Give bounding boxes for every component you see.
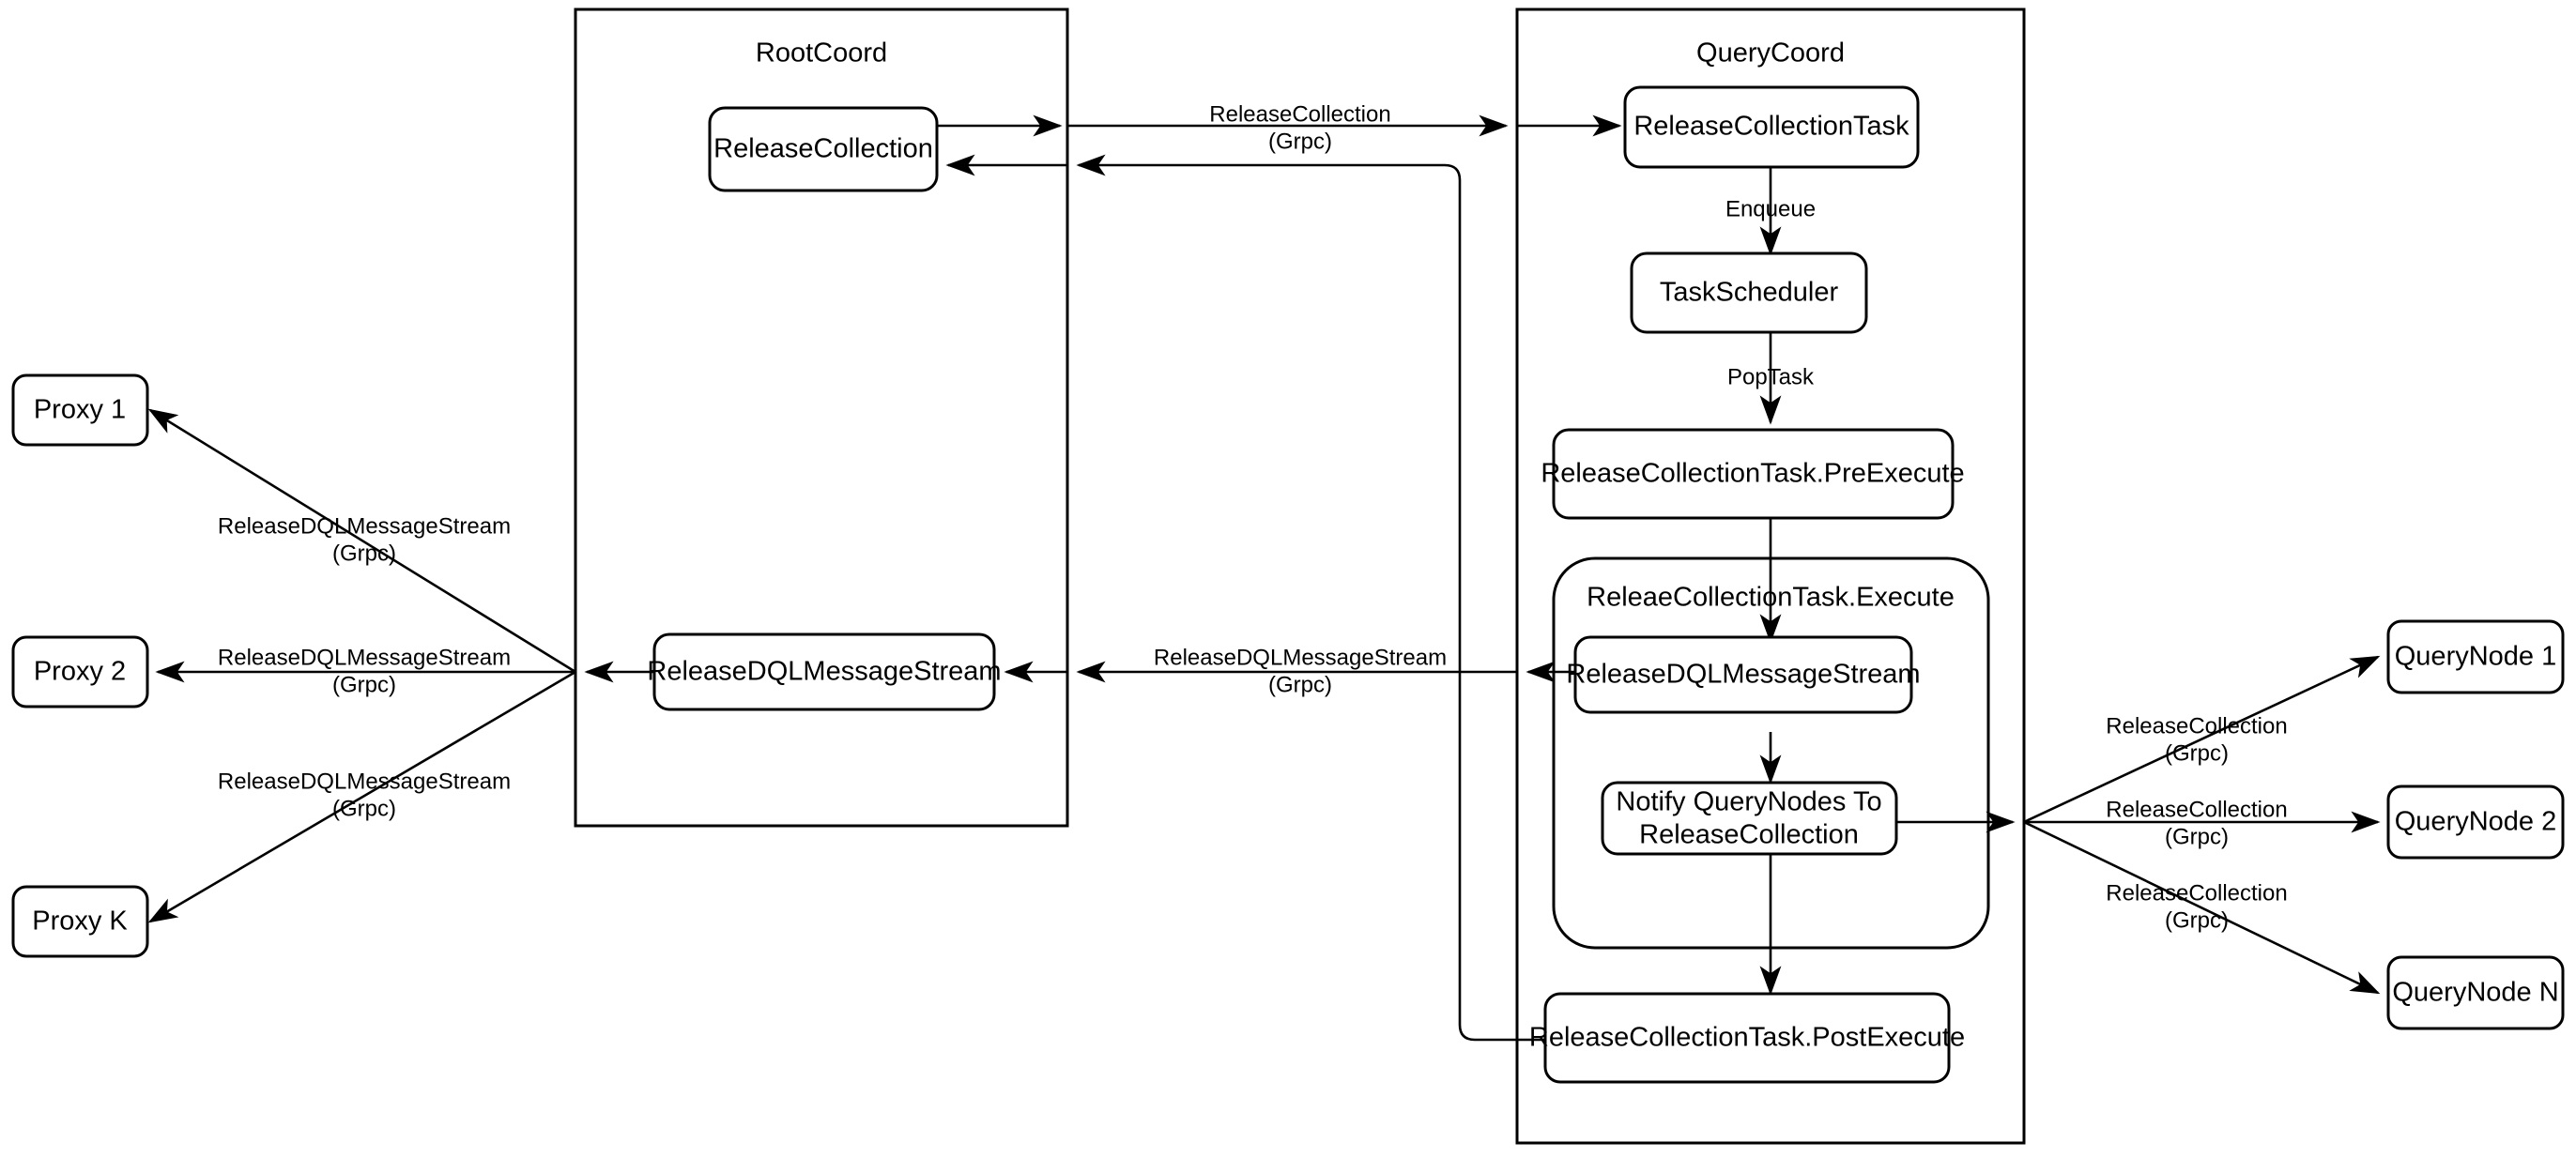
- node-proxy-k-label: Proxy K: [32, 906, 128, 937]
- edge-label-release-collection-grpc-top-line2: (Grpc): [1268, 129, 1332, 154]
- node-querynode-2-label: QueryNode 2: [2395, 807, 2557, 837]
- node-proxy-k[interactable]: [11, 885, 149, 958]
- edge-postexecute-return-path: [1076, 154, 1545, 1042]
- node-release-collection-task-label: ReleaseCollectionTask: [1633, 112, 1909, 142]
- node-release-collection-task[interactable]: [1623, 85, 1920, 169]
- edge-label-release-collection-grpc-qnn-line1: ReleaseCollection: [2106, 880, 2287, 906]
- edge-label-enqueue: Enqueue: [1725, 196, 1816, 221]
- node-querynode-1[interactable]: [2386, 619, 2565, 694]
- edge-label-release-collection-grpc-qn2-line1: ReleaseCollection: [2106, 797, 2287, 822]
- edge-junction-to-querynode1: [2023, 655, 2381, 824]
- node-proxy-1-label: Proxy 1: [34, 395, 126, 425]
- edge-label-poptask: PopTask: [1727, 364, 1815, 389]
- node-task-scheduler[interactable]: [1630, 251, 1868, 334]
- group-querycoord: [1515, 8, 2026, 1145]
- edge-label-release-dql-grpc-proxyk-line1: ReleaseDQLMessageStream: [218, 769, 511, 794]
- node-release-collection-task-preexecute[interactable]: [1552, 428, 1955, 520]
- edge-label-release-dql-grpc-proxyk-line2: (Grpc): [332, 796, 396, 821]
- node-release-collection-task-postexecute-label: ReleaseCollectionTask.PostExecute: [1529, 1023, 1965, 1053]
- node-querynode-n[interactable]: [2386, 955, 2565, 1030]
- edge-label-release-dql-grpc-mid-line1: ReleaseDQLMessageStream: [1154, 645, 1447, 670]
- edge-label-release-dql-grpc-mid-line2: (Grpc): [1268, 672, 1332, 697]
- node-notify-querynodes-line-1: Notify QueryNodes To: [1616, 787, 1881, 817]
- edge-label-release-dql-grpc-proxy2-line2: (Grpc): [332, 672, 396, 697]
- group-querycoord-label: QueryCoord: [1696, 38, 1845, 69]
- node-proxy-2-label: Proxy 2: [34, 657, 126, 687]
- edge-label-release-collection-grpc-top-line1: ReleaseCollection: [1209, 101, 1390, 127]
- node-querycoord-release-dql-message-stream[interactable]: [1573, 635, 1913, 714]
- node-notify-querynodes-to-release-collection[interactable]: [1601, 781, 1898, 856]
- group-rootcoord: [574, 8, 1069, 828]
- node-task-scheduler-label: TaskScheduler: [1660, 278, 1839, 308]
- edge-junction-to-proxy1: [147, 408, 576, 674]
- node-querycoord-release-dql-message-stream-label: ReleaseDQLMessageStream: [1566, 660, 1920, 690]
- edge-label-release-dql-grpc-proxy2-line1: ReleaseDQLMessageStream: [218, 645, 511, 670]
- edge-junction-to-querynoden: [2023, 820, 2381, 995]
- edge-junction-to-proxyk: [147, 670, 576, 923]
- edge-label-release-dql-grpc-proxy1-line1: ReleaseDQLMessageStream: [218, 513, 511, 539]
- node-notify-querynodes-line-2: ReleaseCollection: [1639, 820, 1859, 850]
- edge-label-release-dql-grpc-proxy1-line2: (Grpc): [332, 541, 396, 566]
- node-rootcoord-release-dql-message-stream[interactable]: [652, 632, 996, 711]
- node-querynode-1-label: QueryNode 1: [2395, 642, 2557, 672]
- edge-label-release-collection-grpc-qn2-line2: (Grpc): [2165, 824, 2229, 849]
- node-proxy-2[interactable]: [11, 635, 149, 708]
- node-rootcoord-release-dql-message-stream-label: ReleaseDQLMessageStream: [647, 657, 1001, 687]
- node-proxy-1[interactable]: [11, 373, 149, 447]
- edge-label-release-collection-grpc-qn1-line2: (Grpc): [2165, 740, 2229, 766]
- group-rootcoord-label: RootCoord: [756, 38, 887, 69]
- edge-label-release-collection-grpc-qnn-line2: (Grpc): [2165, 907, 2229, 933]
- node-rootcoord-release-collection-label: ReleaseCollection: [713, 134, 933, 164]
- node-rootcoord-release-collection[interactable]: [708, 106, 939, 192]
- node-release-collection-task-postexecute[interactable]: [1543, 992, 1951, 1084]
- node-querynode-n-label: QueryNode N: [2392, 978, 2558, 1008]
- edge-label-release-collection-grpc-qn1-line1: ReleaseCollection: [2106, 713, 2287, 739]
- node-querynode-2[interactable]: [2386, 785, 2565, 860]
- node-release-collection-task-preexecute-label: ReleaseCollectionTask.PreExecute: [1541, 459, 1964, 489]
